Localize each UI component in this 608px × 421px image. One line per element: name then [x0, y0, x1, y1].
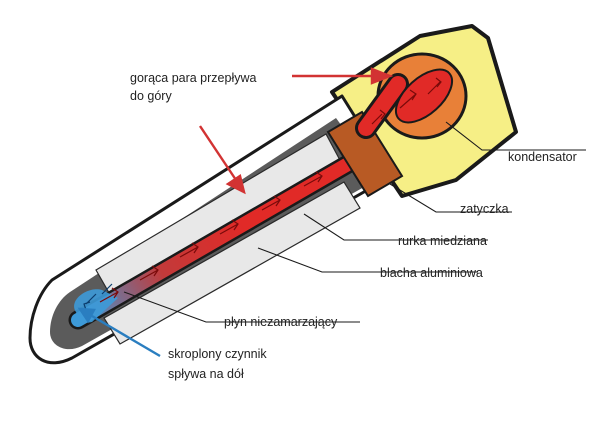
condenser-neck-fill — [358, 76, 406, 136]
label-hot-vapor-1: gorąca para przepływa — [130, 71, 257, 85]
leader-antifreeze — [123, 291, 360, 323]
hot-vapor-arrows — [199, 67, 394, 195]
label-condensed-2: spływa na dół — [168, 367, 244, 381]
label-antifreeze: płyn niezamarzający — [224, 315, 338, 329]
label-condensed-1: skroplony czynnik — [168, 347, 267, 361]
plug — [326, 110, 404, 198]
flow-arrows — [99, 77, 442, 303]
leader-condenser — [445, 121, 586, 151]
leader-aluminium — [257, 247, 478, 273]
condensate-pointer-arrow — [77, 307, 161, 358]
leader-plug — [389, 183, 512, 213]
copper-pipe-fill — [71, 157, 355, 327]
condensate-arrows — [83, 283, 113, 311]
label-plug: zatyczka — [460, 202, 509, 216]
label-copper-pipe: rurka miedziana — [398, 234, 487, 248]
label-condenser: kondensator — [508, 150, 577, 164]
aluminium-sheet-lower — [103, 181, 361, 345]
callout-lines — [123, 121, 586, 323]
leader-copper-pipe — [303, 213, 488, 241]
label-hot-vapor-2: do góry — [130, 89, 172, 103]
label-aluminium-sheet: blacha aluminiowa — [380, 266, 483, 280]
condenser-core — [395, 68, 453, 124]
